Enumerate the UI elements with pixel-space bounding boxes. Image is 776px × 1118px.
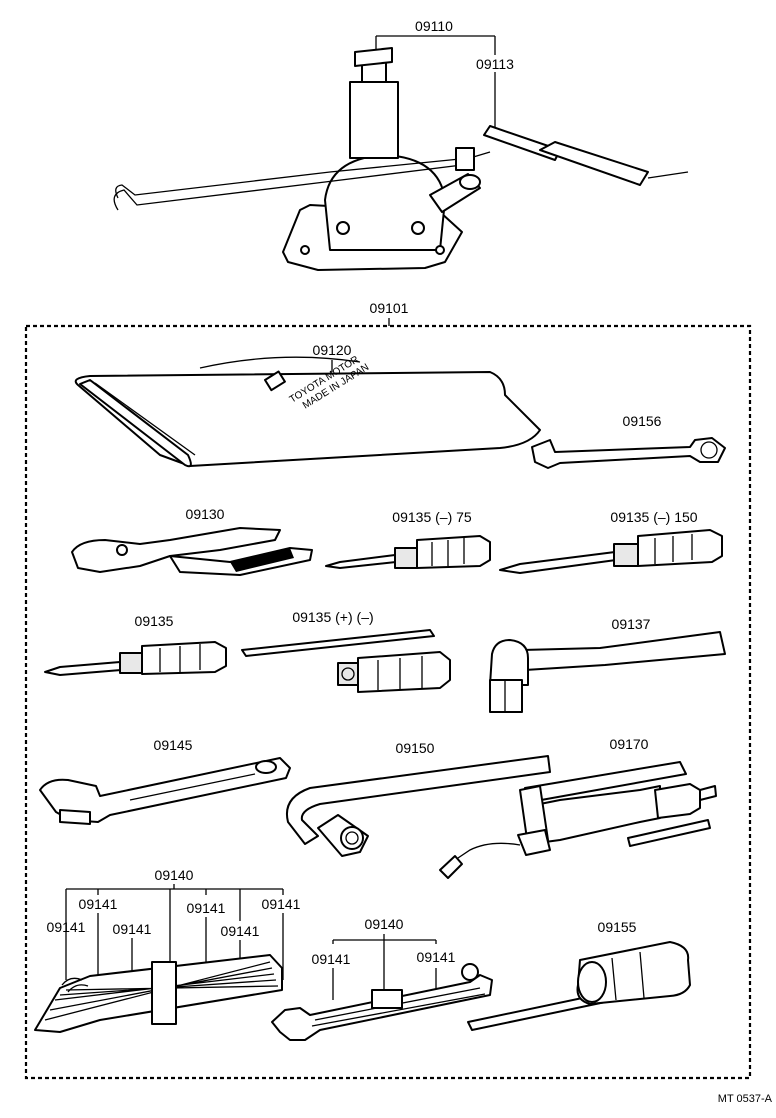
callout-screwdriver-plus-minus: 09135 (+) (–) [292, 609, 373, 625]
screwdriver-plus-minus-illustration [241, 629, 451, 693]
jack-illustration [113, 47, 689, 271]
callout-wrench-right-1: 09141 [312, 951, 351, 967]
callout-wrench-right-2: 09141 [417, 949, 456, 965]
callout-jack-handle: 09113 [476, 56, 514, 72]
callout-plug-wrench: 09155 [598, 919, 637, 935]
pliers-illustration [71, 527, 313, 576]
figure-code: MT 0537-A [718, 1093, 773, 1105]
callout-wrench-09156: 09156 [623, 413, 662, 429]
grease-gun-illustration [439, 761, 717, 879]
callout-wrench-left-4: 09141 [187, 900, 226, 916]
tool-bag-illustration: TOYOTA MOTOR MADE IN JAPAN [74, 354, 541, 468]
combination-wrench-illustration [531, 437, 726, 469]
callout-tool-bag: 09120 [313, 342, 352, 358]
callout-screwdriver-09135: 09135 [135, 613, 174, 629]
lug-wrench-illustration [286, 755, 551, 857]
adjustable-wrench-illustration [39, 757, 291, 825]
callout-screwdriver-minus-150: 09135 (–) 150 [610, 509, 697, 525]
screwdriver-minus-75-illustration [325, 535, 491, 569]
callout-hammer: 09137 [612, 616, 651, 632]
wrench-set-right-illustration [271, 963, 493, 1041]
callout-wrench-set-right: 09140 [365, 916, 404, 932]
callout-wrench-left-5: 09141 [221, 923, 260, 939]
plug-wrench-illustration [467, 941, 691, 1031]
callout-adjustable-wrench: 09145 [154, 737, 193, 753]
callout-wrench-left-3: 09141 [113, 921, 152, 937]
tool-set-boundary [24, 324, 752, 1080]
callout-grease-gun: 09170 [610, 736, 649, 752]
callout-wrench-left-2: 09141 [47, 919, 86, 935]
callout-lug-wrench: 09150 [396, 740, 435, 756]
screwdriver-minus-150-illustration [499, 529, 723, 574]
callout-pliers: 09130 [186, 506, 225, 522]
hammer-illustration [489, 631, 726, 713]
callout-wrench-left-6: 09141 [262, 896, 301, 912]
screwdriver-09135-illustration [44, 641, 227, 676]
callout-tool-set: 09101 [370, 300, 409, 316]
callout-wrench-left-1: 09141 [79, 896, 118, 912]
callout-screwdriver-minus-75: 09135 (–) 75 [392, 509, 472, 525]
callout-jack: 09110 [415, 18, 453, 34]
callout-wrench-set-left: 09140 [155, 867, 194, 883]
wrench-set-left-illustration [34, 954, 283, 1033]
